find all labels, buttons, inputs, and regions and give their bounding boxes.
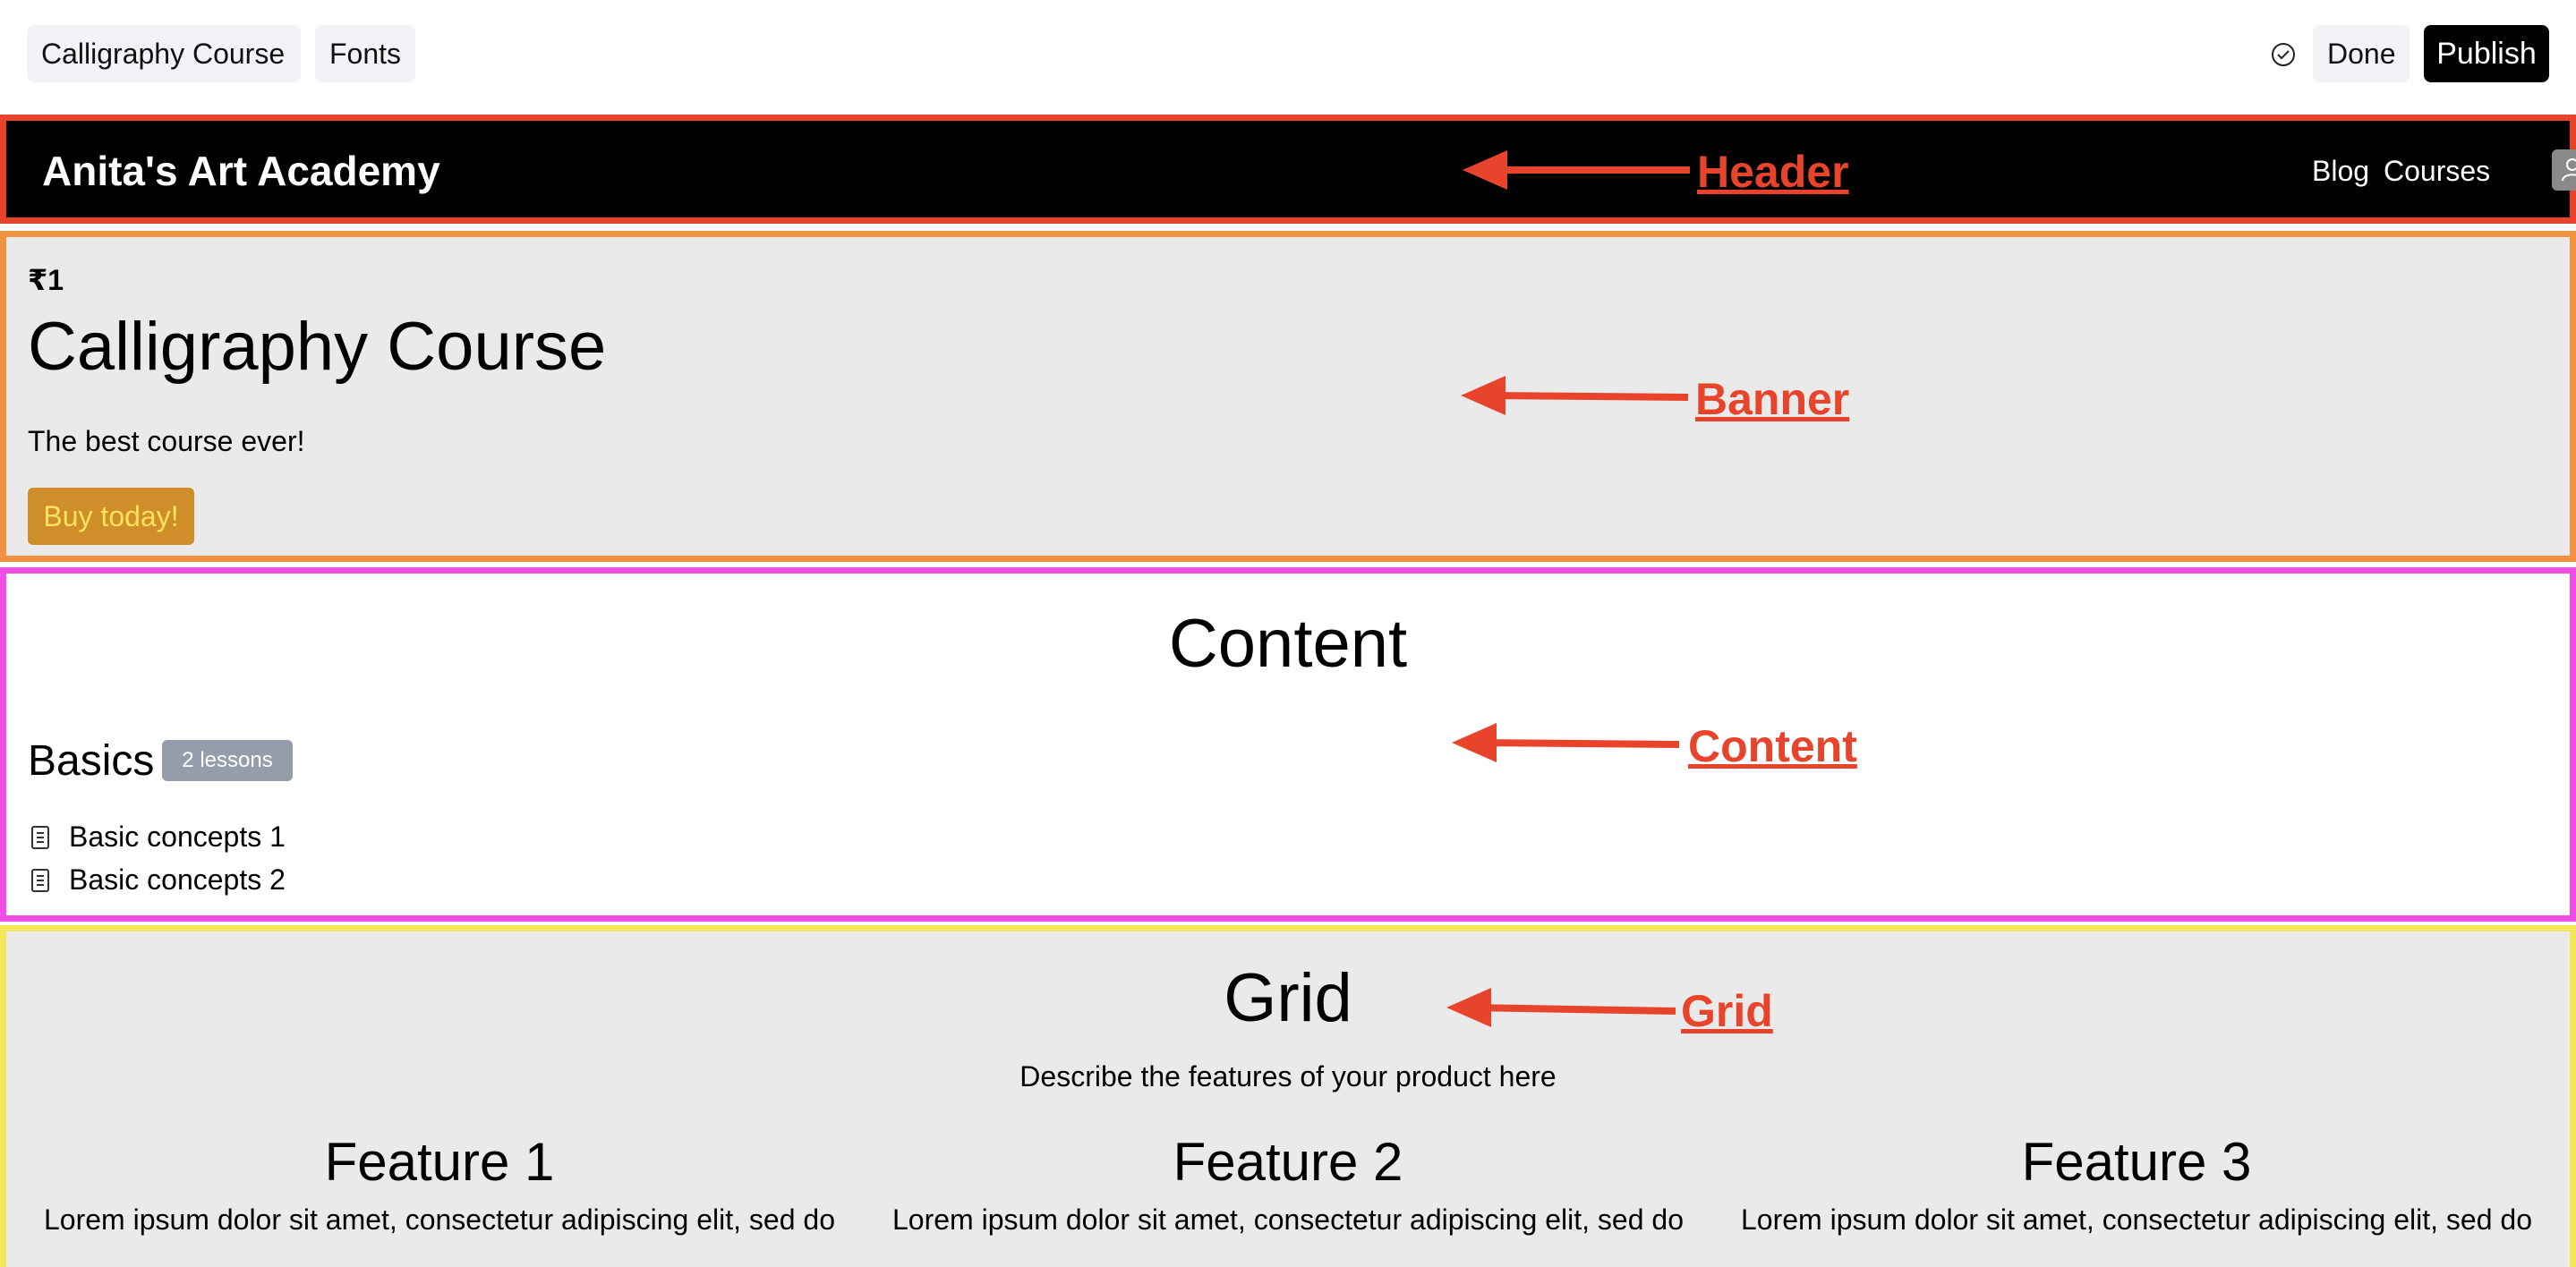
feature-card: Feature 1 Lorem ipsum dolor sit amet, co… [19,1130,860,1239]
feature-title: Feature 2 [1173,1132,1403,1192]
course-price: ₹1 [28,264,64,296]
publish-button[interactable]: Publish [2424,25,2549,82]
site-brand[interactable]: Anita's Art Academy [42,148,440,194]
document-icon [31,826,49,849]
nav-link-blog[interactable]: Blog [2312,155,2370,187]
feature-text: Lorem ipsum dolor sit amet, consectetur … [1741,1203,2532,1236]
feature-title: Feature 3 [2021,1132,2252,1192]
editor-toolbar: Calligraphy Course Fonts Done Publish [0,0,2576,111]
annotation-content-label: Content [1688,721,1857,771]
content-heading: Content [1168,606,1408,682]
nav-link-courses[interactable]: Courses [2384,155,2491,187]
banner-section[interactable]: ₹1 Calligraphy Course The best course ev… [0,231,2576,562]
user-avatar[interactable] [2552,149,2576,191]
fonts-button[interactable]: Fonts [315,25,415,82]
user-icon [2562,158,2576,182]
grid-heading: Grid [1224,960,1352,1036]
feature-title: Feature 1 [324,1132,555,1192]
lesson-label: Basic concepts 2 [69,863,286,896]
grid-subtitle: Describe the features of your product he… [1019,1060,1557,1093]
course-section-title: Basics [28,737,155,785]
buy-button[interactable]: Buy today! [28,488,194,545]
annotation-header-label: Header [1697,147,1849,197]
feature-card: Feature 2 Lorem ipsum dolor sit amet, co… [867,1130,1709,1239]
document-icon [31,869,49,892]
course-description: The best course ever! [28,425,305,457]
site-header-section[interactable]: Anita's Art Academy Blog Courses [0,115,2576,224]
lesson-label: Basic concepts 1 [69,821,286,853]
annotation-banner-label: Banner [1695,374,1850,424]
content-section[interactable]: Content Basics 2 lessons Basic concepts … [0,567,2576,922]
done-button[interactable]: Done [2313,25,2410,82]
feature-text: Lorem ipsum dolor sit amet, consectetur … [44,1203,835,1236]
check-circle-icon [2272,43,2295,66]
lesson-count-badge: 2 lessons [162,740,293,781]
course-menu-button[interactable]: Calligraphy Course [27,25,301,82]
course-title: Calligraphy Course [28,309,607,385]
feature-card: Feature 3 Lorem ipsum dolor sit amet, co… [1716,1130,2557,1239]
annotation-grid-label: Grid [1681,986,1773,1036]
grid-section[interactable]: Grid Describe the features of your produ… [0,925,2576,1267]
feature-text: Lorem ipsum dolor sit amet, consectetur … [892,1203,1684,1236]
